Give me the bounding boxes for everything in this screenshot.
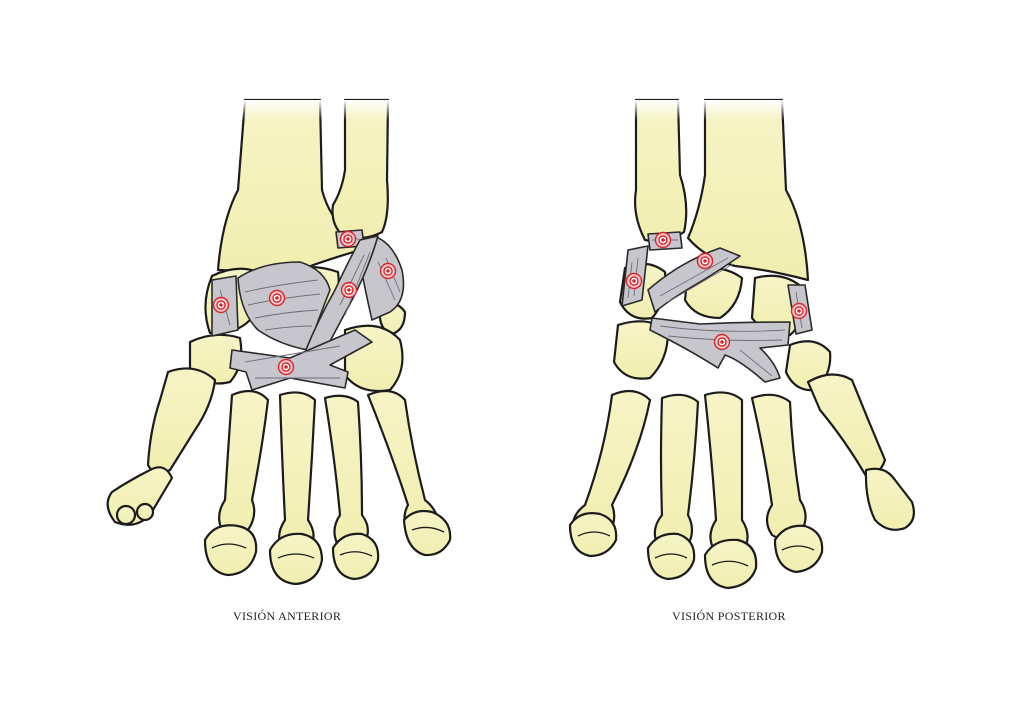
ring-metacarpal — [323, 394, 369, 551]
thumb-tip-bone — [115, 504, 137, 526]
ligament-marker — [625, 272, 643, 290]
hamate-bone-posterior — [612, 320, 670, 380]
ligament-marker — [713, 333, 731, 351]
posterior-hand — [568, 98, 915, 590]
anterior-hand — [106, 98, 452, 586]
middle-head — [268, 532, 324, 586]
anterior-view-caption: VISIÓN ANTERIOR — [233, 609, 342, 623]
middle-metacarpal-posterior — [703, 391, 749, 558]
thumb-phalanx-posterior — [864, 467, 915, 531]
ulna-bone-posterior — [633, 98, 688, 243]
radioscaphocapitate-ligament — [237, 261, 331, 351]
ligament-marker — [379, 262, 397, 280]
little-head-posterior — [568, 512, 618, 558]
posterior-view-caption: VISIÓN POSTERIOR — [672, 609, 786, 623]
ulna-bone — [331, 98, 390, 240]
ligament-marker — [212, 296, 230, 314]
thumb-metacarpal — [146, 367, 217, 475]
ligament-marker — [277, 358, 295, 376]
ligament-marker — [339, 230, 357, 248]
little-head — [402, 509, 452, 557]
index-metacarpal-posterior — [750, 393, 807, 541]
ligament-marker — [654, 231, 672, 249]
index-head-posterior — [773, 524, 824, 574]
ring-head-posterior — [646, 532, 696, 581]
ligament-marker — [790, 302, 808, 320]
ulnolunate-ligament — [304, 235, 379, 361]
ring-head — [331, 532, 380, 581]
ligament-marker — [696, 252, 714, 270]
radius-bone-posterior — [686, 98, 810, 282]
ligament-marker — [268, 289, 286, 307]
palmar-midcarpal-ligament — [229, 329, 373, 391]
ring-metacarpal-posterior — [653, 393, 700, 552]
dorsal-intercarpal-ligament — [649, 317, 791, 383]
index-metacarpal — [218, 389, 270, 538]
ligament-marker — [340, 281, 358, 299]
thumb-tip-bone-2 — [135, 502, 155, 522]
middle-metacarpal — [278, 391, 317, 556]
thumb-metacarpal-posterior — [806, 373, 887, 478]
index-head — [203, 524, 258, 577]
middle-head-posterior — [703, 538, 758, 590]
